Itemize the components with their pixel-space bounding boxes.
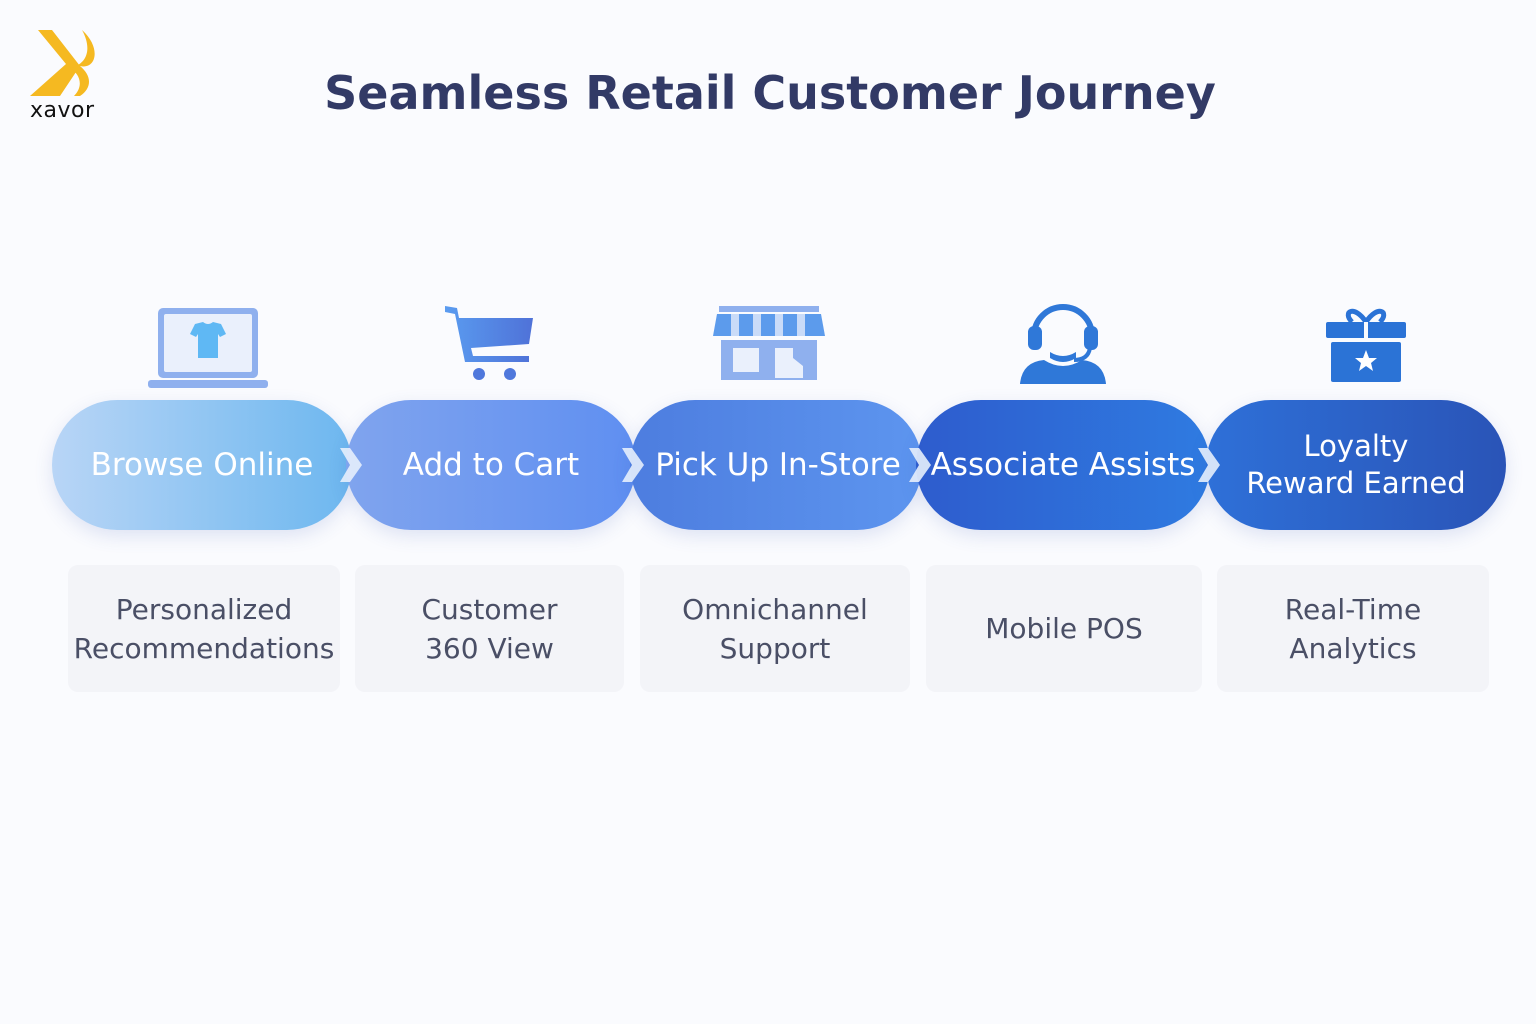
laptop-shirt-icon	[148, 308, 268, 388]
detail-text: Customer 360 View	[421, 592, 558, 665]
step-label: Associate Assists	[930, 446, 1196, 483]
detail-card: Omnichannel Support	[640, 565, 910, 692]
headset-agent-icon	[1020, 304, 1106, 384]
chevron-right-icon	[340, 448, 362, 482]
detail-card: Real-Time Analytics	[1217, 565, 1489, 692]
detail-text: Real-Time Analytics	[1284, 592, 1422, 665]
step-associate-assists: Associate Assists	[916, 400, 1210, 530]
step-pick-up-in-store: Pick Up In-Store	[630, 400, 922, 530]
chevron-right-icon	[1198, 448, 1220, 482]
detail-card: Customer 360 View	[355, 565, 624, 692]
detail-text: Omnichannel Support	[682, 592, 868, 665]
logo-text: xavor	[30, 98, 95, 123]
detail-text: Mobile POS	[985, 612, 1143, 645]
step-label: Loyalty Reward Earned	[1246, 429, 1466, 500]
step-label: Add to Cart	[402, 446, 580, 483]
shopping-cart-icon	[445, 306, 533, 380]
step-add-to-cart: Add to Cart	[346, 400, 636, 530]
step-loyalty-reward-earned: Loyalty Reward Earned	[1206, 400, 1506, 530]
step-browse-online: Browse Online	[52, 400, 352, 530]
chevron-right-icon	[622, 448, 644, 482]
step-label: Pick Up In-Store	[655, 446, 901, 483]
detail-text: Personalized Recommendations	[73, 592, 335, 665]
step-label: Browse Online	[90, 446, 314, 483]
detail-card: Personalized Recommendations	[68, 565, 340, 692]
gift-star-icon	[1326, 308, 1406, 382]
detail-card: Mobile POS	[926, 565, 1202, 692]
page-title: Seamless Retail Customer Journey	[324, 66, 1216, 120]
chevron-right-icon	[909, 448, 931, 482]
storefront-icon	[713, 306, 825, 380]
xavor-logo-icon	[30, 30, 95, 96]
